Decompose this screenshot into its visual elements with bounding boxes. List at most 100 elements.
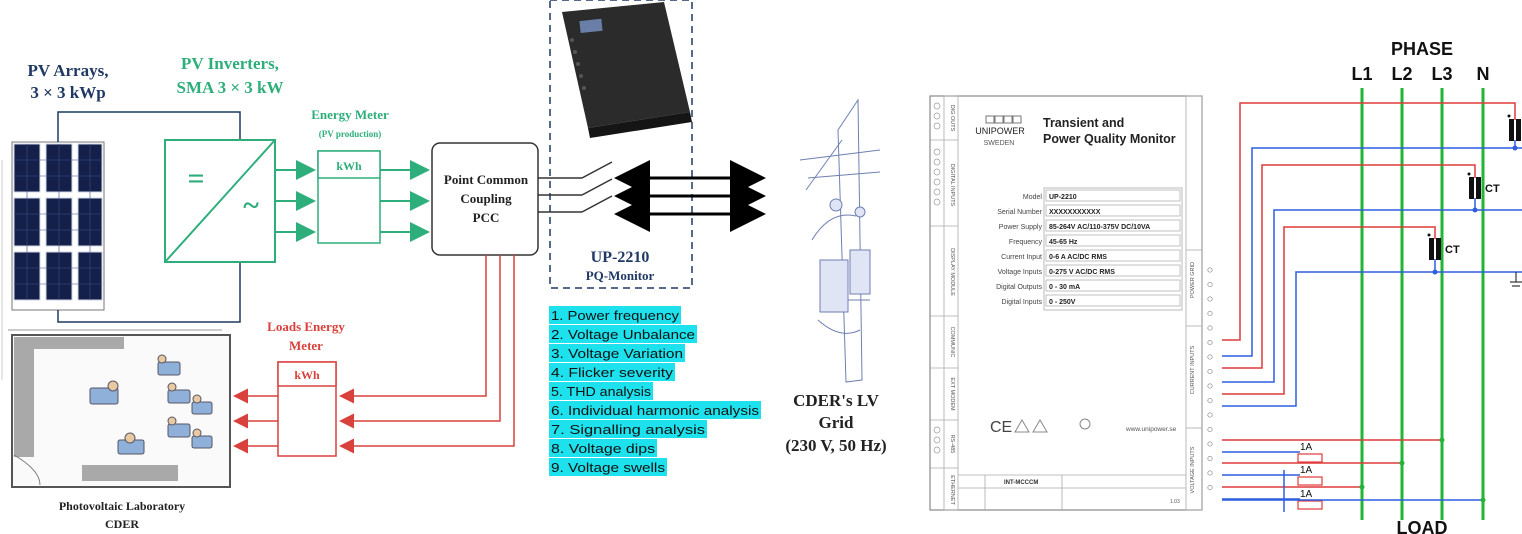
analysis-item: 9. Voltage swells xyxy=(551,460,666,475)
spec-label: Current Input xyxy=(1001,254,1042,261)
spec-label: Model xyxy=(1023,194,1043,201)
energy-meter-unit: kWh xyxy=(336,159,362,173)
pq-monitor-name: PQ-Monitor xyxy=(586,268,655,283)
phase-label: N xyxy=(1477,64,1490,84)
analysis-item: 5. THD analysis xyxy=(551,384,652,399)
pv-inverters-title: PV Inverters, xyxy=(181,54,279,73)
analysis-item: 3. Voltage Variation xyxy=(551,346,683,361)
grid-label-line2: Grid xyxy=(819,413,854,432)
panel-left-label: ETHERNET xyxy=(949,475,955,505)
ct-label: CT xyxy=(1485,183,1500,195)
analysis-highlight xyxy=(549,306,681,324)
spec-label: Voltage Inputs xyxy=(998,269,1043,276)
grid-label-line1: CDER's LV xyxy=(793,391,880,410)
analysis-highlight xyxy=(549,439,657,457)
loads-meter-unit: kWh xyxy=(294,368,320,382)
panel-bottom-code: INT-MCCCM xyxy=(1004,480,1038,486)
fuse-label: 1A xyxy=(1300,489,1313,500)
wiring-diagram: CTCTCT1A1A1A xyxy=(1207,88,1522,520)
spec-value: 0 - 250V xyxy=(1049,299,1076,306)
lab-caption-line2: CDER xyxy=(105,517,139,531)
inverter-diagonal xyxy=(164,139,276,263)
pv-panels xyxy=(11,141,105,311)
analysis-highlight xyxy=(549,458,667,476)
unipower-front-panel xyxy=(929,95,1203,511)
pq-monitor-device-image xyxy=(562,2,692,138)
utility-pole-image xyxy=(799,98,881,383)
pcc-label-line2: Coupling xyxy=(460,191,512,206)
analysis-item: 8. Voltage dips xyxy=(551,441,656,456)
analysis-highlight xyxy=(549,325,697,343)
spec-label: Digital Inputs xyxy=(1002,299,1043,306)
panel-country: SWEDEN xyxy=(984,140,1015,147)
ct-label: CT xyxy=(1445,244,1460,256)
loads-meter-title: Loads Energy xyxy=(267,319,345,334)
spec-value: 85-264V AC/110-375V DC/10VA xyxy=(1049,224,1150,231)
pv-inverters-subtitle: SMA 3 × 3 kW xyxy=(177,78,284,97)
pcc-label-line3: PCC xyxy=(473,210,500,225)
analysis-item: 2. Voltage Unbalance xyxy=(551,327,695,342)
pq-monitor-model: UP-2210 xyxy=(591,249,650,266)
energy-meter-title: Energy Meter xyxy=(311,107,389,122)
spec-value: UP-2210 xyxy=(1049,194,1077,201)
inverter-to-meter-arrows xyxy=(275,160,316,242)
panel-website: www.unipower.se xyxy=(1125,426,1177,433)
panel-left-label: DISPLAY MODULE xyxy=(949,248,955,296)
spec-label: Serial Number xyxy=(997,209,1042,216)
meter-to-pcc-arrows xyxy=(380,160,430,242)
pv-dc-wiring xyxy=(57,111,241,323)
panel-left-label: DIG OUTS xyxy=(949,105,955,132)
panel-title-line2: Power Quality Monitor xyxy=(1043,132,1176,146)
analysis-highlight xyxy=(549,401,761,419)
phase-title: PHASE xyxy=(1391,39,1453,59)
panel-left-labels: DIG OUTS DIGITAL INPUTS DISPLAY MODULE COMM… xyxy=(949,105,955,506)
lab-floorplan-image xyxy=(8,329,231,488)
analysis-highlight xyxy=(549,363,675,381)
load-label: LOAD xyxy=(1397,518,1448,534)
panel-left-label: COMMUNIC xyxy=(949,327,955,358)
analysis-highlight xyxy=(549,420,707,438)
loads-meter-to-lab-arrows xyxy=(233,388,278,454)
fuse-label: 1A xyxy=(1300,465,1313,476)
grid-exchange-arrows xyxy=(614,160,766,232)
spec-value: 45-65 Hz xyxy=(1049,239,1078,246)
phase-label: L1 xyxy=(1351,64,1372,84)
panel-brand: UNIPOWER xyxy=(975,126,1025,136)
loads-meter-subtitle: Meter xyxy=(289,338,323,353)
analysis-item: 4. Flicker severity xyxy=(551,365,674,380)
pv-arrays-title: PV Arrays, xyxy=(28,61,109,80)
analysis-item: 6. Individual harmonic analysis xyxy=(551,403,760,418)
inverter-dc-symbol: = xyxy=(187,162,204,195)
panel-left-label: EXT MODEM xyxy=(949,377,955,411)
pcc-to-grid-switches xyxy=(538,161,613,213)
pcc-box xyxy=(431,142,539,256)
panel-title-line1: Transient and xyxy=(1043,116,1124,130)
panel-right-label: VOLTAGE INPUTS xyxy=(1190,446,1196,493)
spec-value: XXXXXXXXXXX xyxy=(1049,209,1101,216)
panel-ce-mark: CE xyxy=(990,419,1012,436)
energy-meter-subtitle: (PV production) xyxy=(319,129,381,139)
pcc-to-loads-wiring xyxy=(339,255,515,454)
analysis-highlight xyxy=(549,382,653,400)
pcc-label-line1: Point Common xyxy=(444,172,529,187)
analysis-item: 1. Power frequency xyxy=(551,308,680,323)
phase-label: L3 xyxy=(1431,64,1452,84)
panel-left-label: DIGITAL INPUTS xyxy=(949,164,955,207)
analysis-list: 1. Power frequency 2. Voltage Unbalance 3.… xyxy=(549,306,761,476)
fuse-label: 1A xyxy=(1300,442,1313,453)
grid-label-line3: (230 V, 50 Hz) xyxy=(785,436,886,455)
panel-right-label: CURRENT INPUTS xyxy=(1190,345,1196,394)
analysis-item: 7. Signalling analysis xyxy=(551,422,706,437)
spec-value: 0-6 A AC/DC RMS xyxy=(1049,254,1107,261)
spec-label: Digital Outputs xyxy=(996,284,1042,291)
spec-value: 0 - 30 mA xyxy=(1049,284,1080,291)
spec-label: Power Supply xyxy=(999,224,1043,231)
spec-label: Frequency xyxy=(1009,239,1043,246)
panel-small-code: 1.03 xyxy=(1170,499,1180,505)
lab-caption-line1: Photovoltaic Laboratory xyxy=(59,499,185,513)
panel-left-label: RS-485 xyxy=(949,435,955,454)
